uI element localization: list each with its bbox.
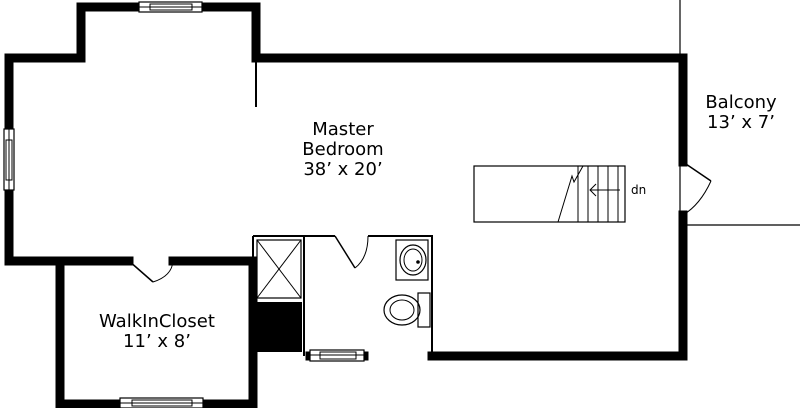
- balcony-name: Balcony: [705, 92, 777, 113]
- interior-walls: [55, 235, 433, 361]
- walk-in-closet-dimensions: 11’ x 8’: [123, 331, 191, 352]
- toilet-icon: [383, 292, 431, 328]
- master-bedroom-name-line1: Master: [312, 119, 374, 140]
- window-bath: [309, 349, 365, 362]
- balcony-dimensions: 13’ x 7’: [707, 112, 775, 133]
- bath-door[interactable]: [334, 235, 369, 269]
- window-closet: [119, 397, 204, 408]
- balcony-door[interactable]: [682, 161, 712, 216]
- stairs-direction-label: dn: [631, 183, 646, 197]
- master-bedroom-dimensions: 38’ x 20’: [303, 159, 382, 180]
- exterior-walls: [4, 2, 688, 408]
- closet-door[interactable]: [128, 260, 174, 283]
- shower-icon: [256, 239, 302, 299]
- walk-in-closet-name: WalkInCloset: [99, 311, 215, 332]
- stairs-icon: [473, 165, 626, 223]
- window-left: [3, 128, 15, 191]
- master-bedroom-name-line2: Bedroom: [302, 139, 383, 160]
- sink-icon: [395, 239, 429, 281]
- linen-closet: [256, 302, 302, 352]
- window-top: [138, 1, 203, 13]
